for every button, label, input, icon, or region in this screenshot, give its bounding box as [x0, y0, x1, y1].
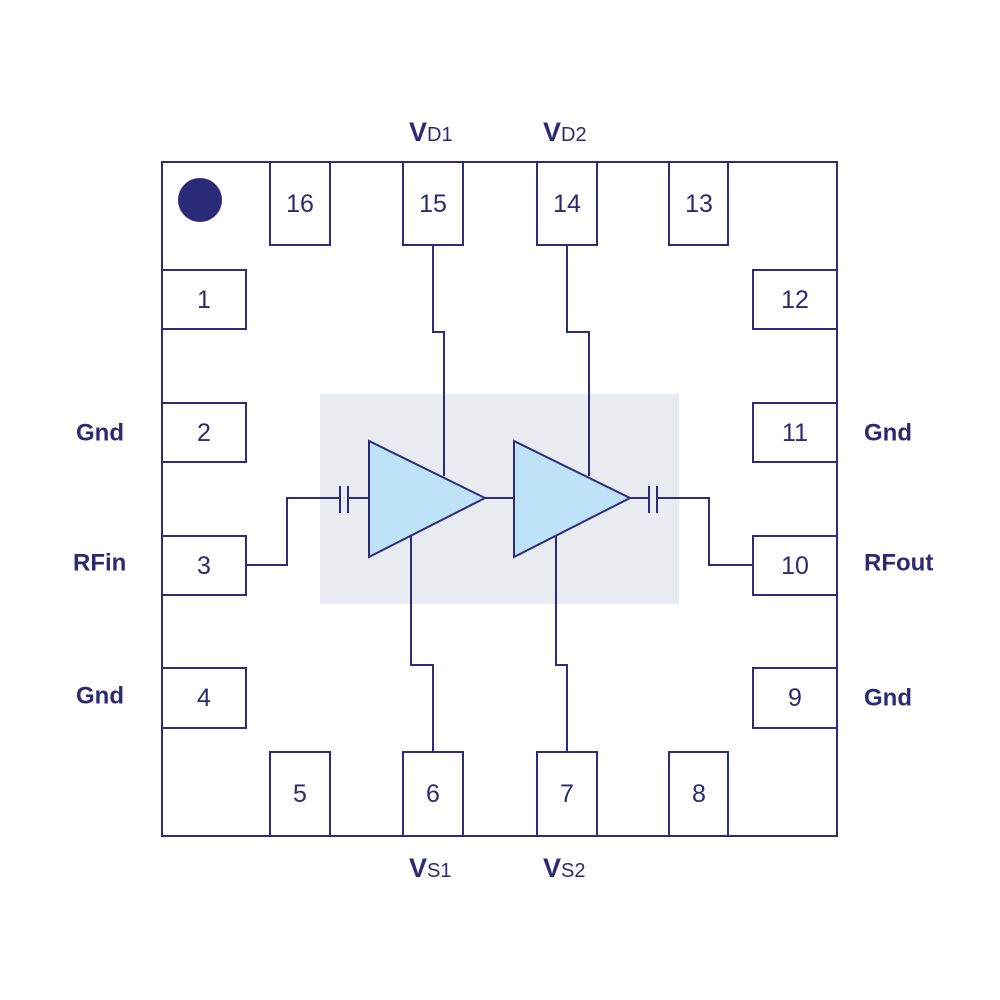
pin-number: 4 — [197, 684, 211, 712]
pin-1: 1 — [161, 269, 247, 330]
pin-number: 13 — [685, 190, 713, 218]
pin-number: 11 — [782, 419, 808, 447]
pin-8: 8 — [668, 751, 729, 837]
pin1-marker-icon — [178, 178, 222, 222]
pin-number: 1 — [197, 286, 211, 314]
signal-label-pin14: VD2 — [543, 117, 587, 147]
pin-13: 13 — [668, 161, 729, 246]
pin-number: 16 — [286, 190, 314, 218]
pin-15: 15 — [402, 161, 464, 246]
signal-label-pin9: Gnd — [864, 685, 912, 712]
signal-label-pin10: RFout — [864, 550, 933, 577]
pin-2: 2 — [161, 402, 247, 463]
pin-number: 2 — [197, 419, 211, 447]
pin-number: 12 — [781, 286, 809, 314]
pin-6: 6 — [402, 751, 464, 837]
amplifier-stage-2-icon — [513, 439, 633, 559]
pin-7: 7 — [536, 751, 598, 837]
signal-label-pin4: Gnd — [76, 683, 124, 710]
pin-number: 10 — [781, 552, 809, 580]
pin-11: 11 — [752, 402, 838, 463]
pin-number: 3 — [197, 552, 211, 580]
pin-12: 12 — [752, 269, 838, 330]
pin-16: 16 — [269, 161, 331, 246]
pin-10: 10 — [752, 535, 838, 596]
vd2-trace — [566, 245, 590, 476]
pin-14: 14 — [536, 161, 598, 246]
signal-label-pin11: Gnd — [864, 420, 912, 447]
pin-9: 9 — [752, 667, 838, 729]
pin-number: 8 — [692, 780, 706, 808]
signal-label-pin2: Gnd — [76, 420, 124, 447]
pin-number: 9 — [788, 684, 802, 712]
pin-number: 14 — [553, 190, 581, 218]
pin-number: 15 — [419, 190, 447, 218]
rfin-trace — [246, 497, 340, 566]
signal-label-pin3: RFin — [73, 550, 126, 577]
signal-label-pin6: VS1 — [409, 853, 451, 883]
package-outline — [161, 161, 838, 837]
output-capacitor-icon — [648, 486, 658, 513]
pin-number: 5 — [293, 780, 307, 808]
input-capacitor-icon — [339, 486, 349, 513]
vd1-trace — [432, 245, 445, 476]
pin-4: 4 — [161, 667, 247, 729]
pin-5: 5 — [269, 751, 331, 837]
rfout-trace — [657, 497, 753, 566]
vs2-trace — [555, 536, 568, 752]
pin-number: 6 — [426, 780, 440, 808]
pin-3: 3 — [161, 535, 247, 596]
signal-label-pin7: VS2 — [543, 853, 585, 883]
signal-label-pin15: VD1 — [409, 117, 453, 147]
pin-number: 7 — [560, 780, 574, 808]
vs1-trace — [410, 536, 434, 752]
amplifier-stage-1-icon — [368, 439, 488, 559]
